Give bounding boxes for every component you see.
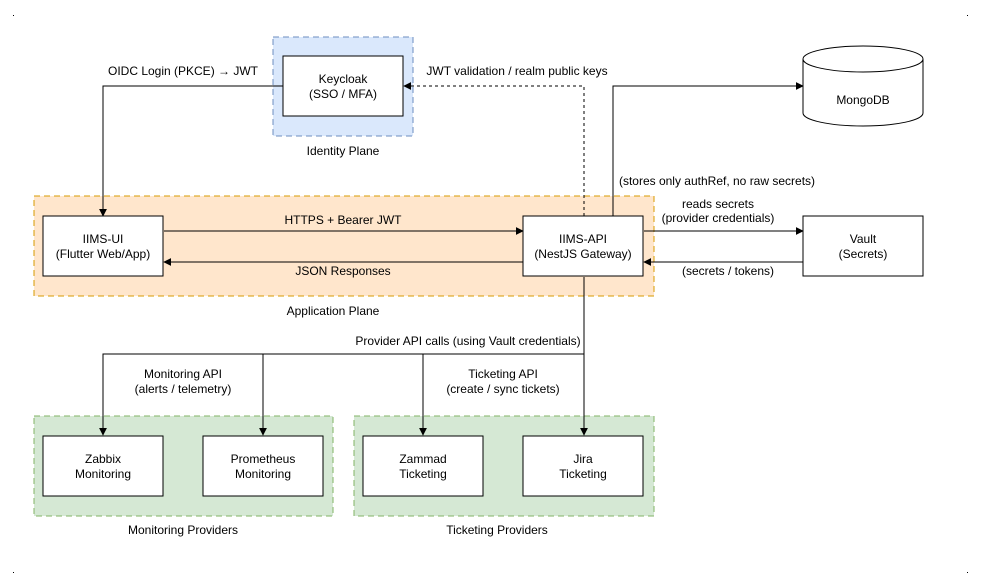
node-zabbix-line2: Monitoring <box>75 467 131 481</box>
label-reads-secrets-1: reads secrets <box>682 197 754 211</box>
node-iims-api[interactable]: IIMS-API (NestJS Gateway) <box>522 215 644 277</box>
node-keycloak[interactable]: Keycloak (SSO / MFA) <box>282 55 404 117</box>
node-iims-api-line2: (NestJS Gateway) <box>534 247 631 261</box>
node-jira-line1: Jira <box>573 452 593 466</box>
identity-plane-label: Identity Plane <box>307 144 380 158</box>
label-provider-calls: Provider API calls (using Vault credenti… <box>355 334 580 348</box>
label-https-bearer: HTTPS + Bearer JWT <box>284 213 402 227</box>
label-jwt-validation: JWT validation / realm public keys <box>426 64 607 78</box>
label-monitoring-api-2: (alerts / telemetry) <box>135 382 232 396</box>
edge-provider-calls <box>99 277 585 436</box>
node-zabbix-line1: Zabbix <box>85 452 121 466</box>
node-prometheus-line1: Prometheus <box>231 452 296 466</box>
label-stores-authref: (stores only authRef, no raw secrets) <box>619 174 815 188</box>
label-monitoring-api-1: Monitoring API <box>144 367 222 381</box>
label-json-responses: JSON Responses <box>295 264 390 278</box>
monitoring-providers-label: Monitoring Providers <box>128 523 238 537</box>
node-zammad[interactable]: Zammad Ticketing <box>362 435 484 497</box>
node-keycloak-line2: (SSO / MFA) <box>309 87 377 101</box>
node-jira-line2: Ticketing <box>559 467 607 481</box>
node-prometheus[interactable]: Prometheus Monitoring <box>202 435 324 497</box>
node-iims-ui-line1: IIMS-UI <box>83 232 124 246</box>
label-reads-secrets-2: (provider credentials) <box>662 211 775 225</box>
node-jira[interactable]: Jira Ticketing <box>522 435 644 497</box>
node-zammad-line1: Zammad <box>399 452 446 466</box>
node-mongodb[interactable]: MongoDB <box>802 45 924 127</box>
node-iims-ui-line2: (Flutter Web/App) <box>56 247 150 261</box>
edge-stores-authref <box>612 82 804 216</box>
node-iims-ui[interactable]: IIMS-UI (Flutter Web/App) <box>42 215 164 277</box>
ticketing-providers-label: Ticketing Providers <box>446 523 548 537</box>
label-ticketing-api-1: Ticketing API <box>468 367 538 381</box>
edge-jwt-validation <box>403 82 585 216</box>
edge-oidc-login <box>99 85 283 217</box>
node-keycloak-line1: Keycloak <box>319 72 369 86</box>
node-mongodb-label: MongoDB <box>836 93 889 107</box>
node-vault-line2: (Secrets) <box>839 247 888 261</box>
node-vault-line1: Vault <box>850 232 877 246</box>
node-zabbix[interactable]: Zabbix Monitoring <box>42 435 164 497</box>
corner-markers <box>13 15 968 573</box>
node-prometheus-line2: Monitoring <box>235 467 291 481</box>
label-secrets-tokens: (secrets / tokens) <box>682 264 774 278</box>
label-ticketing-api-2: (create / sync tickets) <box>446 382 559 396</box>
application-plane-label: Application Plane <box>287 304 380 318</box>
node-vault[interactable]: Vault (Secrets) <box>802 215 924 277</box>
label-oidc-login: OIDC Login (PKCE) → JWT <box>108 64 259 78</box>
node-zammad-line2: Ticketing <box>399 467 447 481</box>
node-iims-api-line1: IIMS-API <box>559 232 607 246</box>
